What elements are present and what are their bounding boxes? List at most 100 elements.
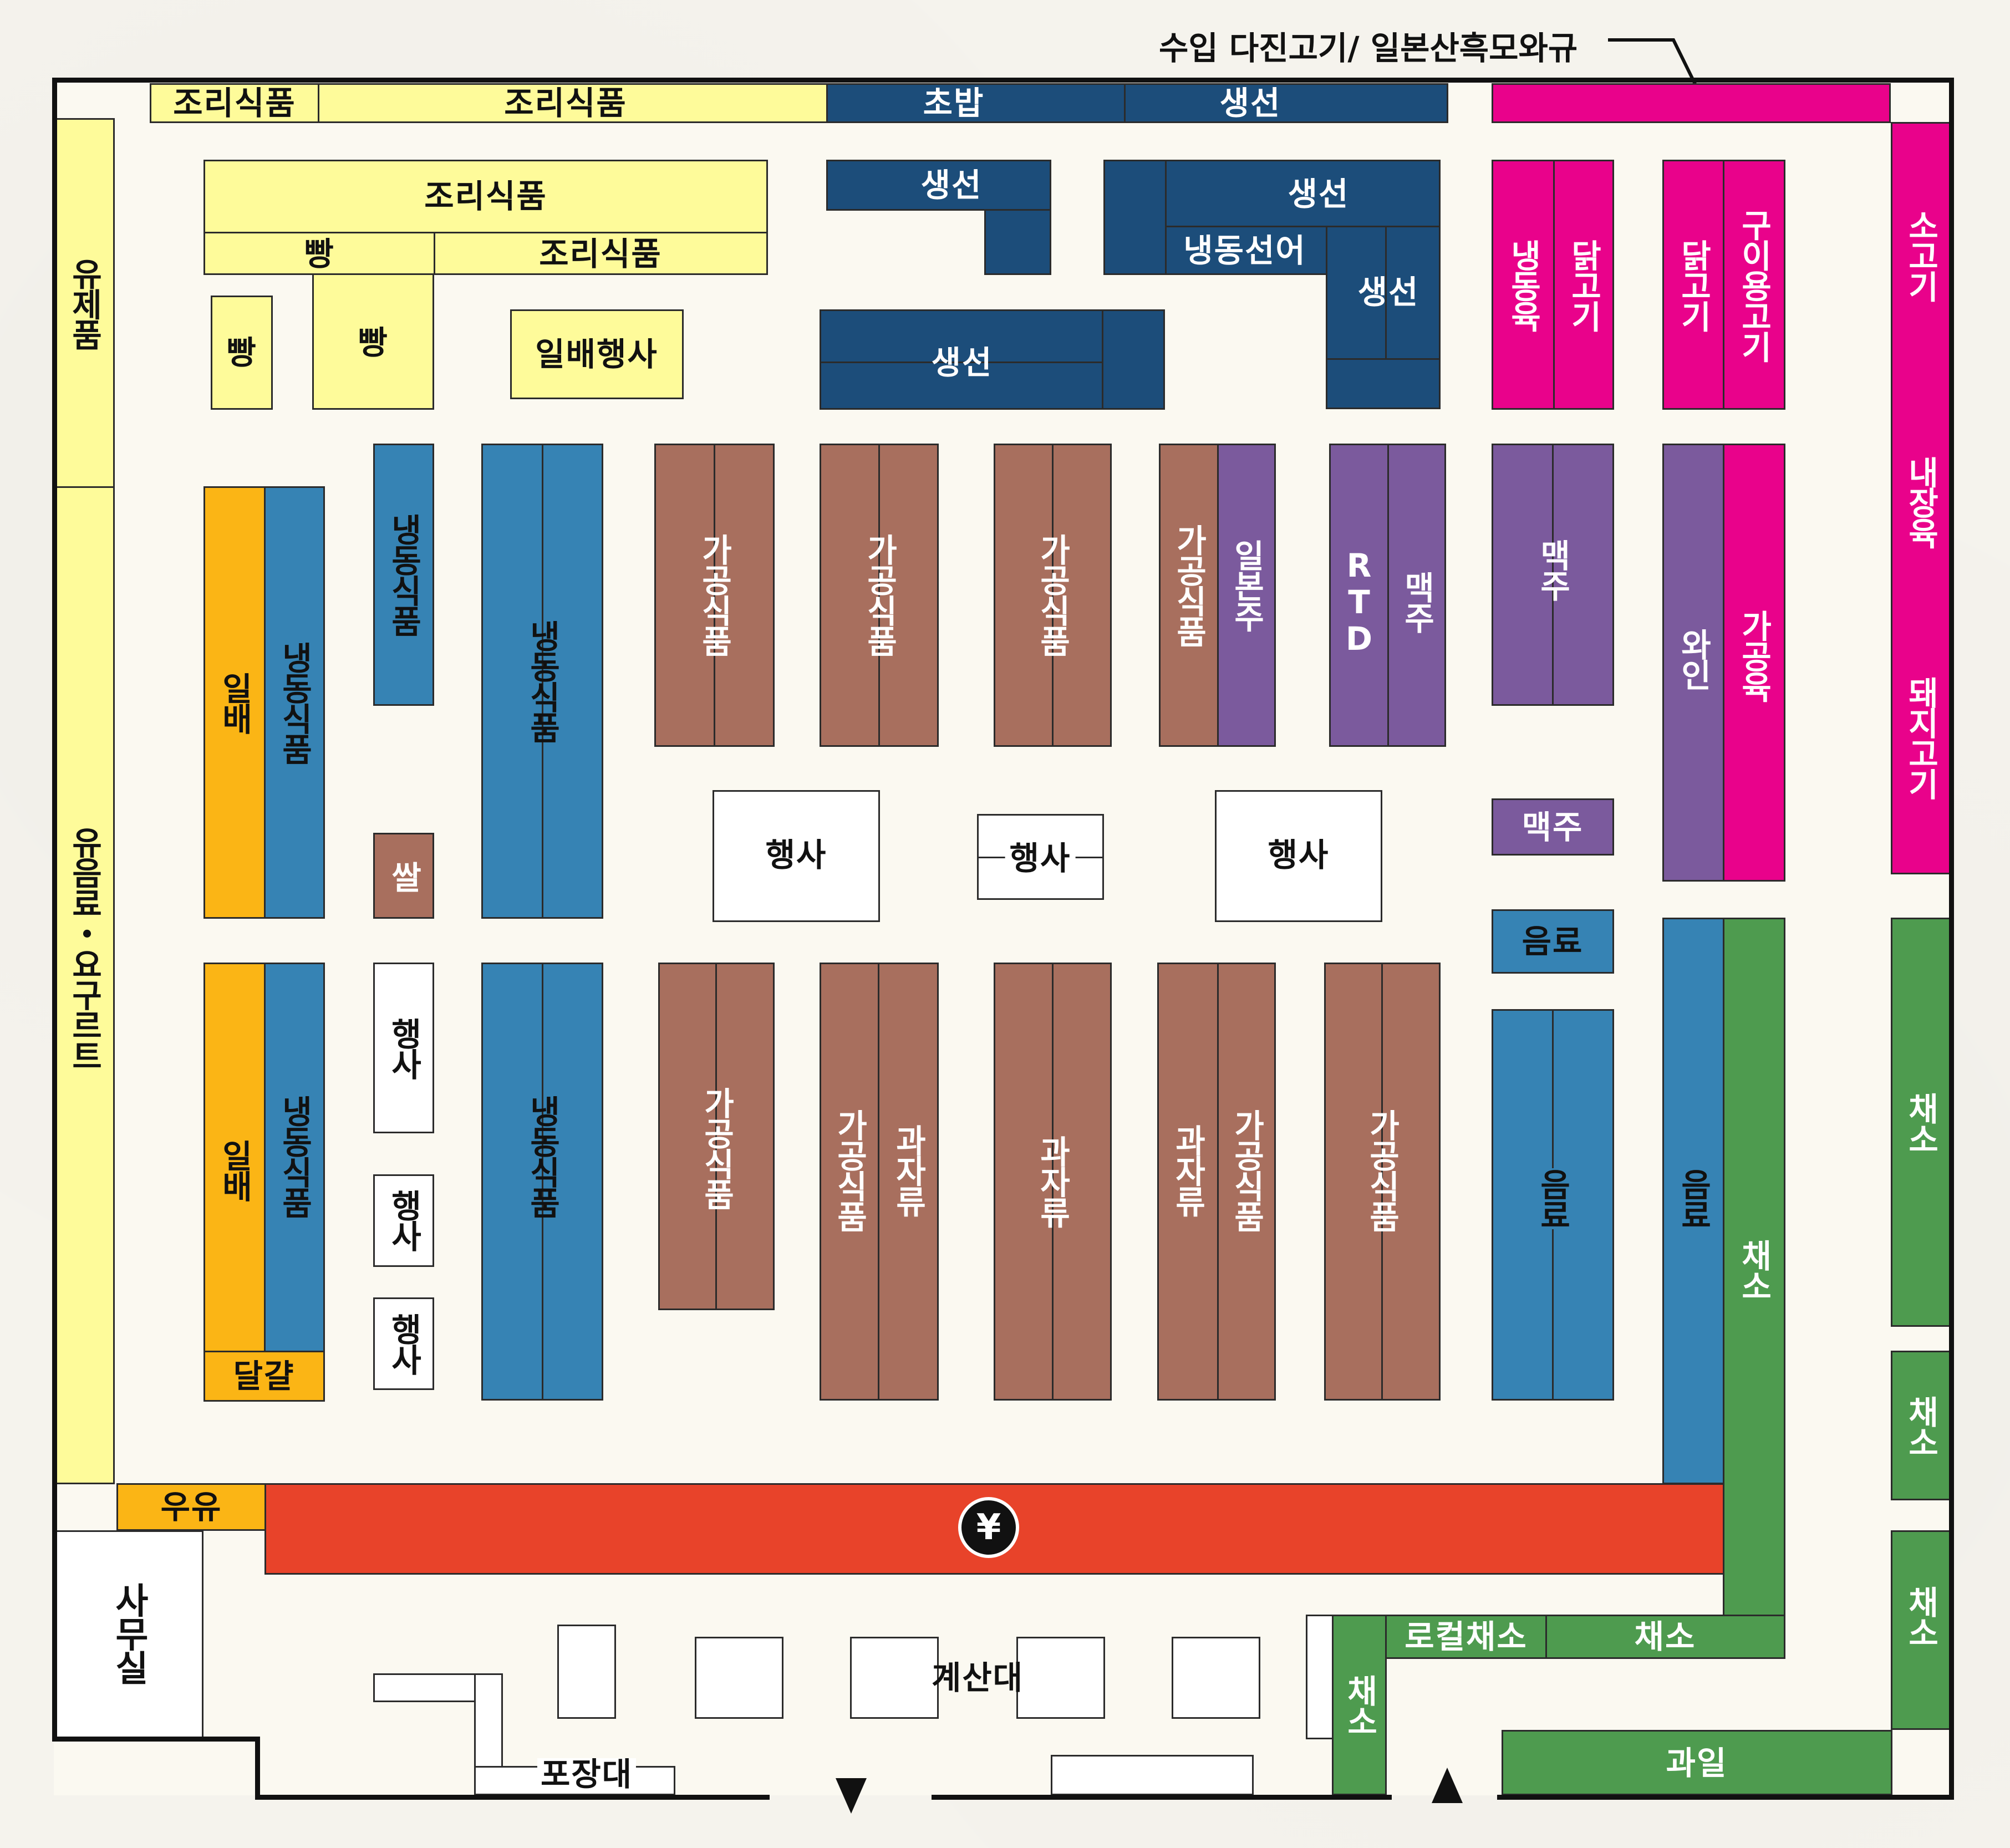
label-prepared-food-block: 조리식품 bbox=[424, 177, 547, 215]
beer-shelf-a bbox=[1387, 444, 1446, 747]
frozen-food-shelf-d bbox=[264, 963, 325, 1352]
frozen-food-e-divider bbox=[542, 963, 543, 1401]
wall-left bbox=[52, 78, 57, 1741]
label-fish-top: 생선 bbox=[1219, 84, 1281, 122]
wall-left-lower-step bbox=[52, 1737, 260, 1742]
wall-right bbox=[1949, 78, 1954, 1800]
label-offal: 내장육 bbox=[1902, 456, 1940, 548]
small-counter-near-veg bbox=[1306, 1615, 1334, 1739]
label-processed-lower-2: 가공식품 bbox=[831, 1109, 868, 1231]
fish-shelf-c bbox=[1326, 226, 1441, 360]
label-processed-upper-4: 가공식품 bbox=[1170, 524, 1208, 646]
processed-upper-3-divider bbox=[1052, 444, 1054, 747]
label-beef: 소고기 bbox=[1902, 209, 1940, 301]
label-beer-b: 맥주 bbox=[1534, 539, 1571, 600]
processed-food-lower-3 bbox=[1217, 963, 1276, 1401]
checkout-counter-5 bbox=[1172, 1637, 1260, 1719]
meat-top-shelf bbox=[1492, 83, 1891, 123]
label-snacks-1: 과자류 bbox=[889, 1124, 927, 1216]
label-milk: 우유 bbox=[160, 1488, 222, 1526]
drinks-shelf-small bbox=[1492, 909, 1614, 974]
bread-shelf-top bbox=[203, 232, 435, 275]
label-frozen-food-b: 냉동식품 bbox=[385, 513, 423, 635]
processed-lower-4-divider bbox=[1381, 963, 1383, 1401]
label-frozen-food-e: 냉동식품 bbox=[523, 1095, 561, 1217]
label-beer-a: 맥주 bbox=[1398, 571, 1436, 632]
label-vegetables-corner: 채소 bbox=[1341, 1674, 1378, 1735]
beer-shelf-c bbox=[1492, 798, 1614, 856]
checkout-counter-2 bbox=[695, 1637, 783, 1719]
bbq-meat-shelf bbox=[1723, 160, 1785, 410]
label-dairy: 유제품 bbox=[65, 257, 103, 349]
label-fish-a: 생선 bbox=[920, 166, 983, 204]
label-vegetables-long: 채소 bbox=[1735, 1239, 1773, 1300]
wall-bottom-c bbox=[1497, 1795, 1954, 1800]
processed-meat-shelf bbox=[1723, 444, 1785, 882]
frozen-food-c-divider bbox=[542, 444, 543, 919]
label-office: 사무실 bbox=[108, 1582, 149, 1684]
event-island-1 bbox=[713, 790, 880, 922]
checkout-counter-4 bbox=[1016, 1637, 1105, 1719]
event-shelf-left-c bbox=[373, 1297, 434, 1390]
label-event-island-3: 행사 bbox=[1268, 836, 1330, 874]
label-processed-lower-4: 가공식품 bbox=[1363, 1109, 1401, 1231]
processed-lower-1-divider bbox=[715, 963, 717, 1310]
label-fish-c: 생선 bbox=[1357, 273, 1419, 311]
event-shelf-left-a bbox=[373, 963, 434, 1133]
snacks-shelf-1 bbox=[878, 963, 939, 1401]
label-beer-c: 맥주 bbox=[1522, 808, 1584, 846]
checkout-counter-1 bbox=[557, 1625, 616, 1719]
label-event-island-2: 행사 bbox=[1005, 842, 1076, 874]
label-vegetables-bottom: 채소 bbox=[1634, 1618, 1696, 1656]
wall-top bbox=[52, 78, 1954, 83]
prepared-food-lower bbox=[434, 232, 768, 275]
label-fish-d: 생선 bbox=[931, 344, 993, 381]
label-processed-upper-1: 가공식품 bbox=[695, 533, 733, 655]
vegetables-long-shelf bbox=[1723, 918, 1785, 1625]
label-local-vegetables: 로컬채소 bbox=[1405, 1618, 1528, 1656]
fish-shelf-b bbox=[1165, 160, 1441, 227]
label-bread-large: 빵 bbox=[358, 324, 389, 362]
label-bread-small: 빵 bbox=[226, 334, 257, 371]
frozen-fish-shelf bbox=[1165, 226, 1327, 275]
bread-large bbox=[312, 273, 434, 410]
label-frozen-meat: 냉동육 bbox=[1504, 239, 1542, 331]
label-frozen-food-d: 냉동식품 bbox=[276, 1095, 313, 1217]
label-event-left-b: 행사 bbox=[385, 1189, 423, 1250]
fish-shelf-b-left bbox=[1103, 160, 1167, 275]
frozen-meat-shelf bbox=[1492, 160, 1555, 410]
fish-shelf-a-leg bbox=[984, 209, 1051, 275]
wall-bottom-a bbox=[255, 1795, 770, 1800]
dairy-wall bbox=[54, 118, 115, 488]
beer-b-divider bbox=[1552, 444, 1554, 706]
label-pork: 돼지고기 bbox=[1902, 676, 1940, 798]
fish-shelf-a bbox=[826, 160, 1051, 211]
label-japan-event: 일배행사 bbox=[535, 335, 658, 373]
vegetables-corner-shelf bbox=[1332, 1615, 1387, 1795]
label-frozen-fish: 냉동선어 bbox=[1183, 232, 1306, 269]
local-vegetables-shelf bbox=[1385, 1615, 1547, 1659]
prepared-food-block bbox=[203, 160, 768, 233]
snacks-shelf-3 bbox=[1157, 963, 1219, 1401]
event-shelf-left-b bbox=[373, 1174, 434, 1267]
label-japan-daily-b: 일배 bbox=[216, 1139, 253, 1200]
processed-food-lower-2 bbox=[820, 963, 879, 1401]
label-chicken-b: 닭고기 bbox=[1675, 239, 1712, 331]
label-prepared-food-lower: 조리식품 bbox=[539, 235, 662, 273]
label-drinks-large: 음료 bbox=[1534, 1168, 1571, 1229]
label-wine: 와인 bbox=[1675, 628, 1712, 689]
label-event-left-a: 행사 bbox=[385, 1017, 423, 1078]
label-milk-drinks: 유음료・요구르트 bbox=[65, 826, 103, 1070]
rtd-shelf bbox=[1329, 444, 1389, 747]
chicken-shelf-a bbox=[1553, 160, 1614, 410]
label-sushi: 초밥 bbox=[923, 84, 985, 122]
label-sake: 일본주 bbox=[1228, 539, 1265, 631]
japan-event-shelf bbox=[510, 309, 684, 399]
label-processed-lower-3: 가공식품 bbox=[1228, 1109, 1265, 1231]
label-snacks-2: 과자류 bbox=[1034, 1135, 1071, 1227]
label-bread-shelf-top: 빵 bbox=[304, 235, 335, 273]
label-frozen-food-c: 냉동식품 bbox=[523, 620, 561, 742]
label-fish-b: 생선 bbox=[1288, 175, 1350, 213]
label-rtd: RTD bbox=[1340, 547, 1378, 656]
fish-shelf-d-divider bbox=[820, 362, 1103, 363]
